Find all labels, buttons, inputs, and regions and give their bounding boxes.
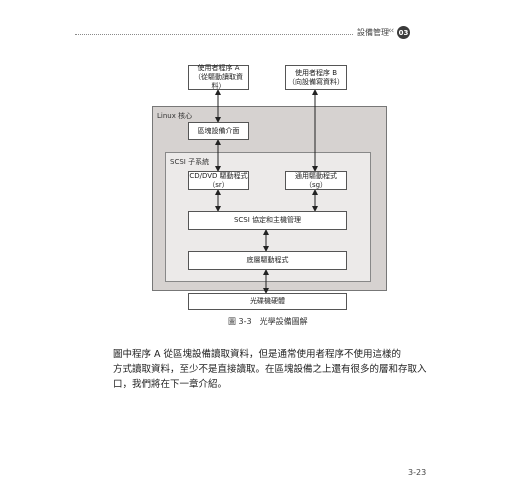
user-process-a-subtitle: （從驅動讀取資料）: [194, 73, 243, 90]
cd-dvd-driver-box: CD/DVD 驅動程式 （sr）: [188, 171, 249, 190]
block-device-interface-box: 區塊設備介面: [188, 122, 249, 140]
scsi-protocol-box: SCSI 協定和主機管理: [188, 211, 347, 230]
chapter-badge: 03: [397, 26, 410, 39]
user-process-b-subtitle: （向設備寫資料）: [288, 77, 344, 86]
cd-dvd-driver-subtitle: （sr）: [208, 180, 229, 189]
paragraph-line: 口，我們將在下一章介紹。: [113, 379, 228, 390]
running-header-title: 設備管理: [357, 28, 389, 37]
kernel-label: Linux 核心: [157, 112, 193, 120]
user-process-b-box: 使用者程序 B （向設備寫資料）: [285, 65, 347, 90]
user-process-b-title: 使用者程序 B: [294, 68, 338, 77]
scsi-subsystem-label: SCSI 子系統: [170, 158, 210, 166]
chevron-left-icon: ‹‹: [388, 26, 394, 36]
page-number: 3-23: [408, 468, 427, 477]
paragraph-line: 方式讀取資料，至少不是直接讀取。在區塊設備之上還有很多的層和存取入: [113, 364, 427, 375]
cd-dvd-driver-title: CD/DVD 驅動程式: [189, 171, 248, 180]
header-rule: [75, 34, 353, 35]
body-paragraph: 圖中程序 A 從區塊設備讀取資料，但是通常使用者程序不使用這樣的 方式讀取資料，…: [113, 347, 427, 392]
optical-drive-hardware-box: 光碟機硬體: [188, 293, 347, 310]
user-process-a-box: 使用者程序 A （從驅動讀取資料）: [188, 64, 249, 90]
generic-driver-box: 通用驅動程式（sg）: [285, 171, 347, 190]
figure-caption: 圖 3-3 光學設備圖解: [228, 317, 308, 326]
low-level-driver-box: 底層驅動程式: [188, 251, 347, 270]
paragraph-line: 圖中程序 A 從區塊設備讀取資料，但是通常使用者程序不使用這樣的: [113, 349, 402, 360]
user-process-a-title: 使用者程序 A: [197, 64, 240, 72]
